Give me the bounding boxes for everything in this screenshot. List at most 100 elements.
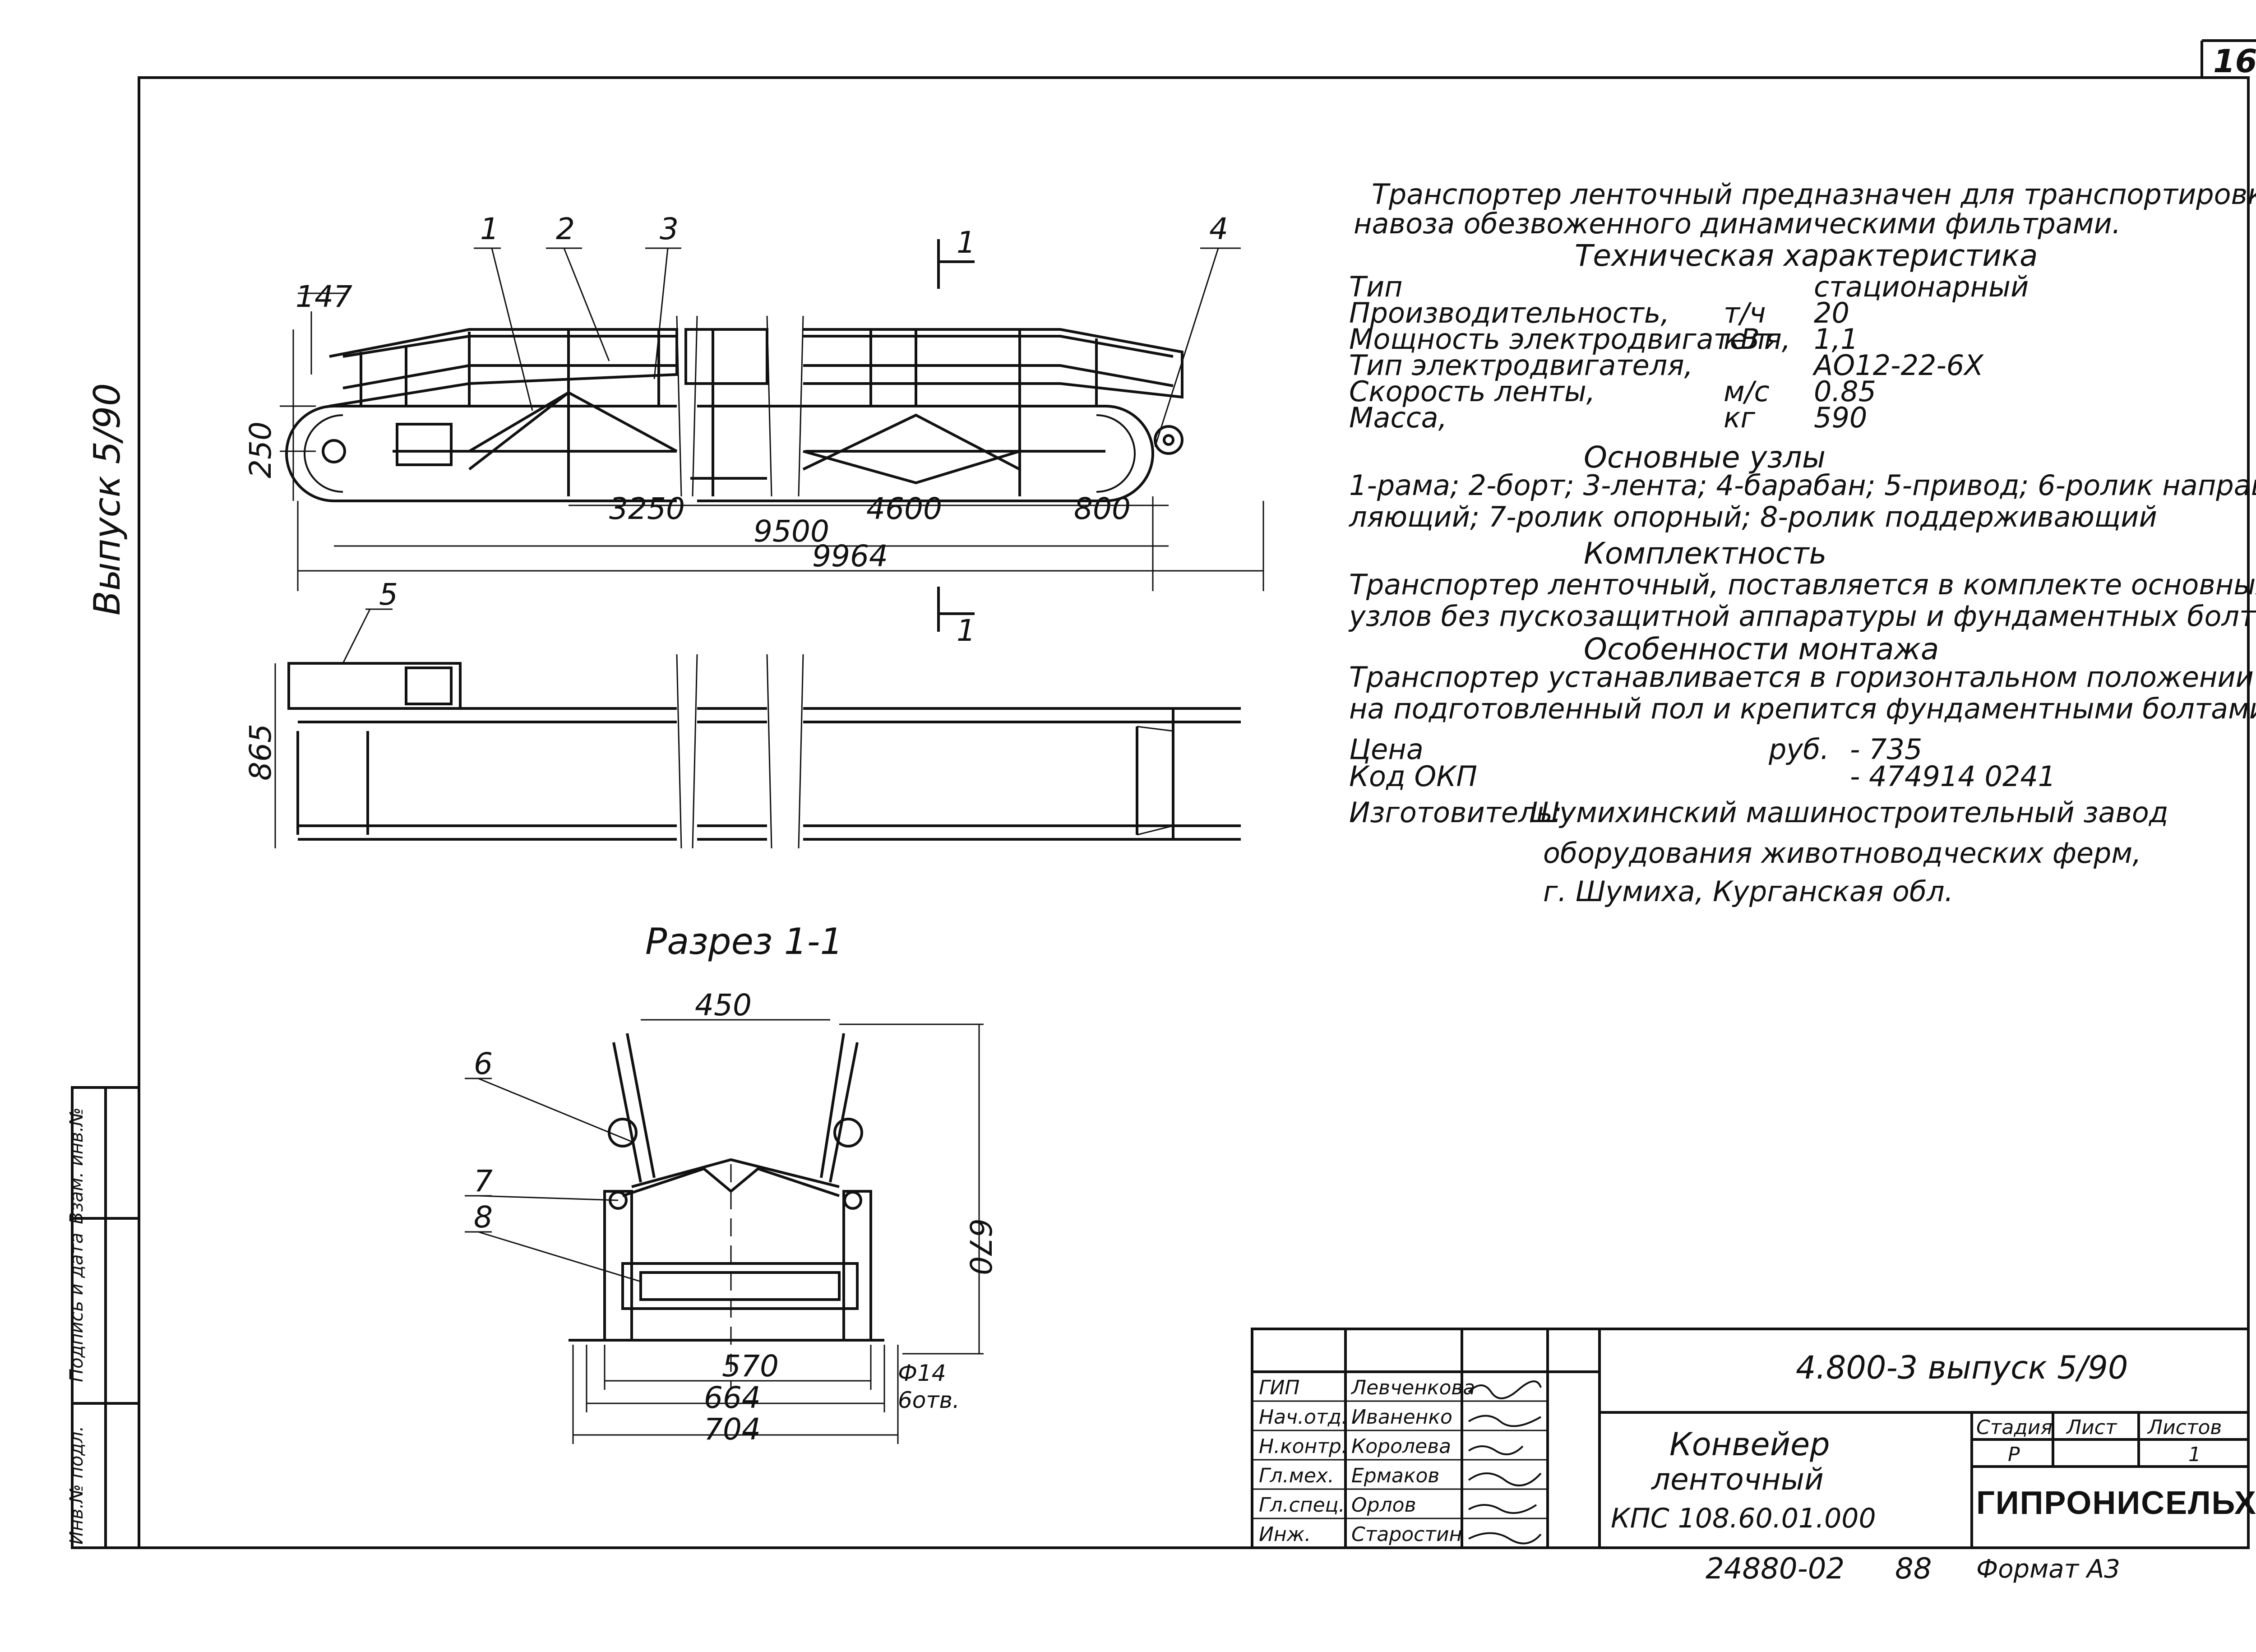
description-line-2: навоза обезвоженного динамическими фильт…: [1354, 207, 2121, 240]
stamp-signature-date: Подпись и дата: [66, 1232, 87, 1382]
price-unit: руб.: [1769, 733, 1829, 766]
tech-title: Техническая характеристика: [1575, 238, 2038, 273]
maker-line-1: Шумихинский машиностроительный завод: [1530, 796, 2168, 829]
description-line-1: Транспортер ленточный предназначен для т…: [1372, 178, 2256, 211]
dim-4600: 4600: [866, 491, 942, 526]
title-block-frame: [1251, 1328, 2250, 1549]
mounting-line-2: на подготовленный пол и крепится фундаме…: [1349, 692, 2256, 725]
spec-unit: кВт: [1724, 323, 1776, 356]
section-mark-bottom: 1: [957, 613, 975, 648]
dim-9500: 9500: [754, 514, 829, 549]
stage-value: Р: [2008, 1443, 2020, 1466]
dim-hole: Ф14: [898, 1360, 946, 1386]
spec-value: стационарный: [1814, 270, 2029, 303]
maker-line-3: г. Шумиха, Курганская обл.: [1543, 875, 1954, 908]
sheet-number: 168: [2213, 43, 2256, 80]
callout-8: 8: [474, 1200, 493, 1235]
dim-450: 450: [695, 988, 752, 1023]
spec-name: Скорость ленты,: [1349, 375, 1595, 408]
callout-2: 2: [556, 212, 575, 246]
sheet-frame: [71, 39, 2256, 1549]
callout-5: 5: [379, 577, 398, 612]
mounting-title: Особенности монтажа: [1584, 632, 1939, 666]
signatures: [1468, 1380, 1542, 1545]
product-line-1: Конвейер: [1669, 1426, 1830, 1463]
role-inzh: Инж.: [1259, 1523, 1311, 1546]
conveyor-side-view: [280, 239, 1264, 632]
completeness-line-1: Транспортер ленточный, поставляется в ко…: [1349, 568, 2256, 601]
conveyor-plan-view: [274, 608, 1241, 849]
dim-holes: 6отв.: [898, 1387, 960, 1413]
price-value: - 735: [1850, 733, 1923, 766]
sheets-value: 1: [2188, 1443, 2201, 1466]
side-label: Выпуск 5/90: [86, 383, 129, 616]
stage-header: Стадия: [1976, 1416, 2053, 1439]
units-line-2: ляющий; 7-ролик опорный; 8-ролик поддерж…: [1349, 500, 2157, 533]
spec-name: Тип электродвигателя,: [1349, 349, 1693, 382]
doc-code: 4.800-3 выпуск 5/90: [1796, 1349, 2128, 1386]
spec-unit: м/с: [1724, 375, 1770, 408]
callout-1: 1: [480, 212, 499, 246]
callout-7: 7: [474, 1164, 493, 1199]
section-title: Разрез 1-1: [645, 921, 843, 963]
product-code: КПС 108.60.01.000: [1611, 1503, 1876, 1534]
spec-name: Масса,: [1349, 401, 1447, 434]
units-title: Основные узлы: [1584, 440, 1826, 475]
sheets-header: Листов: [2148, 1416, 2222, 1439]
completeness-title: Комплектность: [1584, 536, 1827, 571]
role-n-kontr: Н.контр.: [1259, 1435, 1348, 1458]
dim-704: 704: [704, 1412, 761, 1447]
bottom-num: 88: [1895, 1552, 1932, 1586]
spec-name: Производительность,: [1349, 296, 1670, 329]
dim-147: 147: [296, 279, 352, 314]
name-orlov: Орлов: [1351, 1494, 1416, 1517]
spec-unit: т/ч: [1724, 296, 1766, 329]
okp-value: - 474914 0241: [1850, 760, 2056, 793]
stamp-inv-podl: Инв.№ подл.: [66, 1425, 87, 1545]
name-starostin: Старостин: [1351, 1523, 1462, 1546]
callout-6: 6: [474, 1046, 493, 1081]
spec-name: Тип: [1349, 270, 1403, 303]
dim-250: 250: [243, 421, 278, 478]
dim-570: 570: [722, 1349, 779, 1384]
name-levchenkova: Левченкова: [1351, 1376, 1475, 1399]
spec-value: 20: [1814, 296, 1849, 329]
callout-4: 4: [1209, 212, 1228, 246]
units-line-1: 1-рама; 2-борт; 3-лента; 4-барабан; 5-пр…: [1349, 469, 2256, 502]
org-name: ГИПРОНИСЕЛЬХОЗ: [1976, 1485, 2256, 1521]
mounting-line-1: Транспортер устанавливается в горизонтал…: [1349, 661, 2254, 694]
okp-label: Код ОКП: [1349, 760, 1477, 793]
spec-value: 0.85: [1814, 375, 1877, 408]
price-label: Цена: [1349, 733, 1424, 766]
sheet-header: Лист: [2066, 1416, 2117, 1439]
name-ermakov: Ермаков: [1351, 1464, 1440, 1487]
name-ivanenko: Иваненко: [1351, 1406, 1452, 1429]
bottom-code: 24880-02: [1706, 1552, 1845, 1586]
product-line-2: ленточный: [1651, 1462, 1824, 1497]
spec-unit: кг: [1724, 401, 1756, 434]
dim-670: 670: [963, 1218, 998, 1275]
role-gip: ГИП: [1259, 1376, 1300, 1399]
completeness-line-2: узлов без пускозащитной аппаратуры и фун…: [1349, 600, 2256, 633]
dim-865: 865: [243, 724, 278, 781]
spec-name: Мощность электродвигателя,: [1349, 323, 1791, 356]
dim-664: 664: [704, 1380, 761, 1415]
dim-800: 800: [1074, 491, 1131, 526]
spec-value: 1,1: [1814, 323, 1858, 356]
spec-value: 590: [1814, 401, 1868, 434]
stamp-vzam-inv: Взам. инв.№: [66, 1107, 87, 1224]
format-label: Формат А3: [1976, 1555, 2120, 1584]
dim-3250: 3250: [609, 491, 685, 526]
dim-9964: 9964: [812, 539, 888, 574]
role-gl-spec: Гл.спец.: [1259, 1494, 1345, 1517]
conveyor-cross-section: [465, 1019, 984, 1444]
callout-3: 3: [660, 212, 679, 246]
spec-value: АО12-22-6Х: [1814, 349, 1983, 382]
role-gl-meh: Гл.мех.: [1259, 1464, 1334, 1487]
maker-label: Изготовитель:: [1349, 796, 1563, 829]
name-koroleva: Королева: [1351, 1435, 1452, 1458]
maker-line-2: оборудования животноводческих ферм,: [1543, 837, 2141, 870]
section-mark-top: 1: [957, 225, 975, 260]
role-nach-otd: Нач.отд.: [1259, 1406, 1348, 1429]
